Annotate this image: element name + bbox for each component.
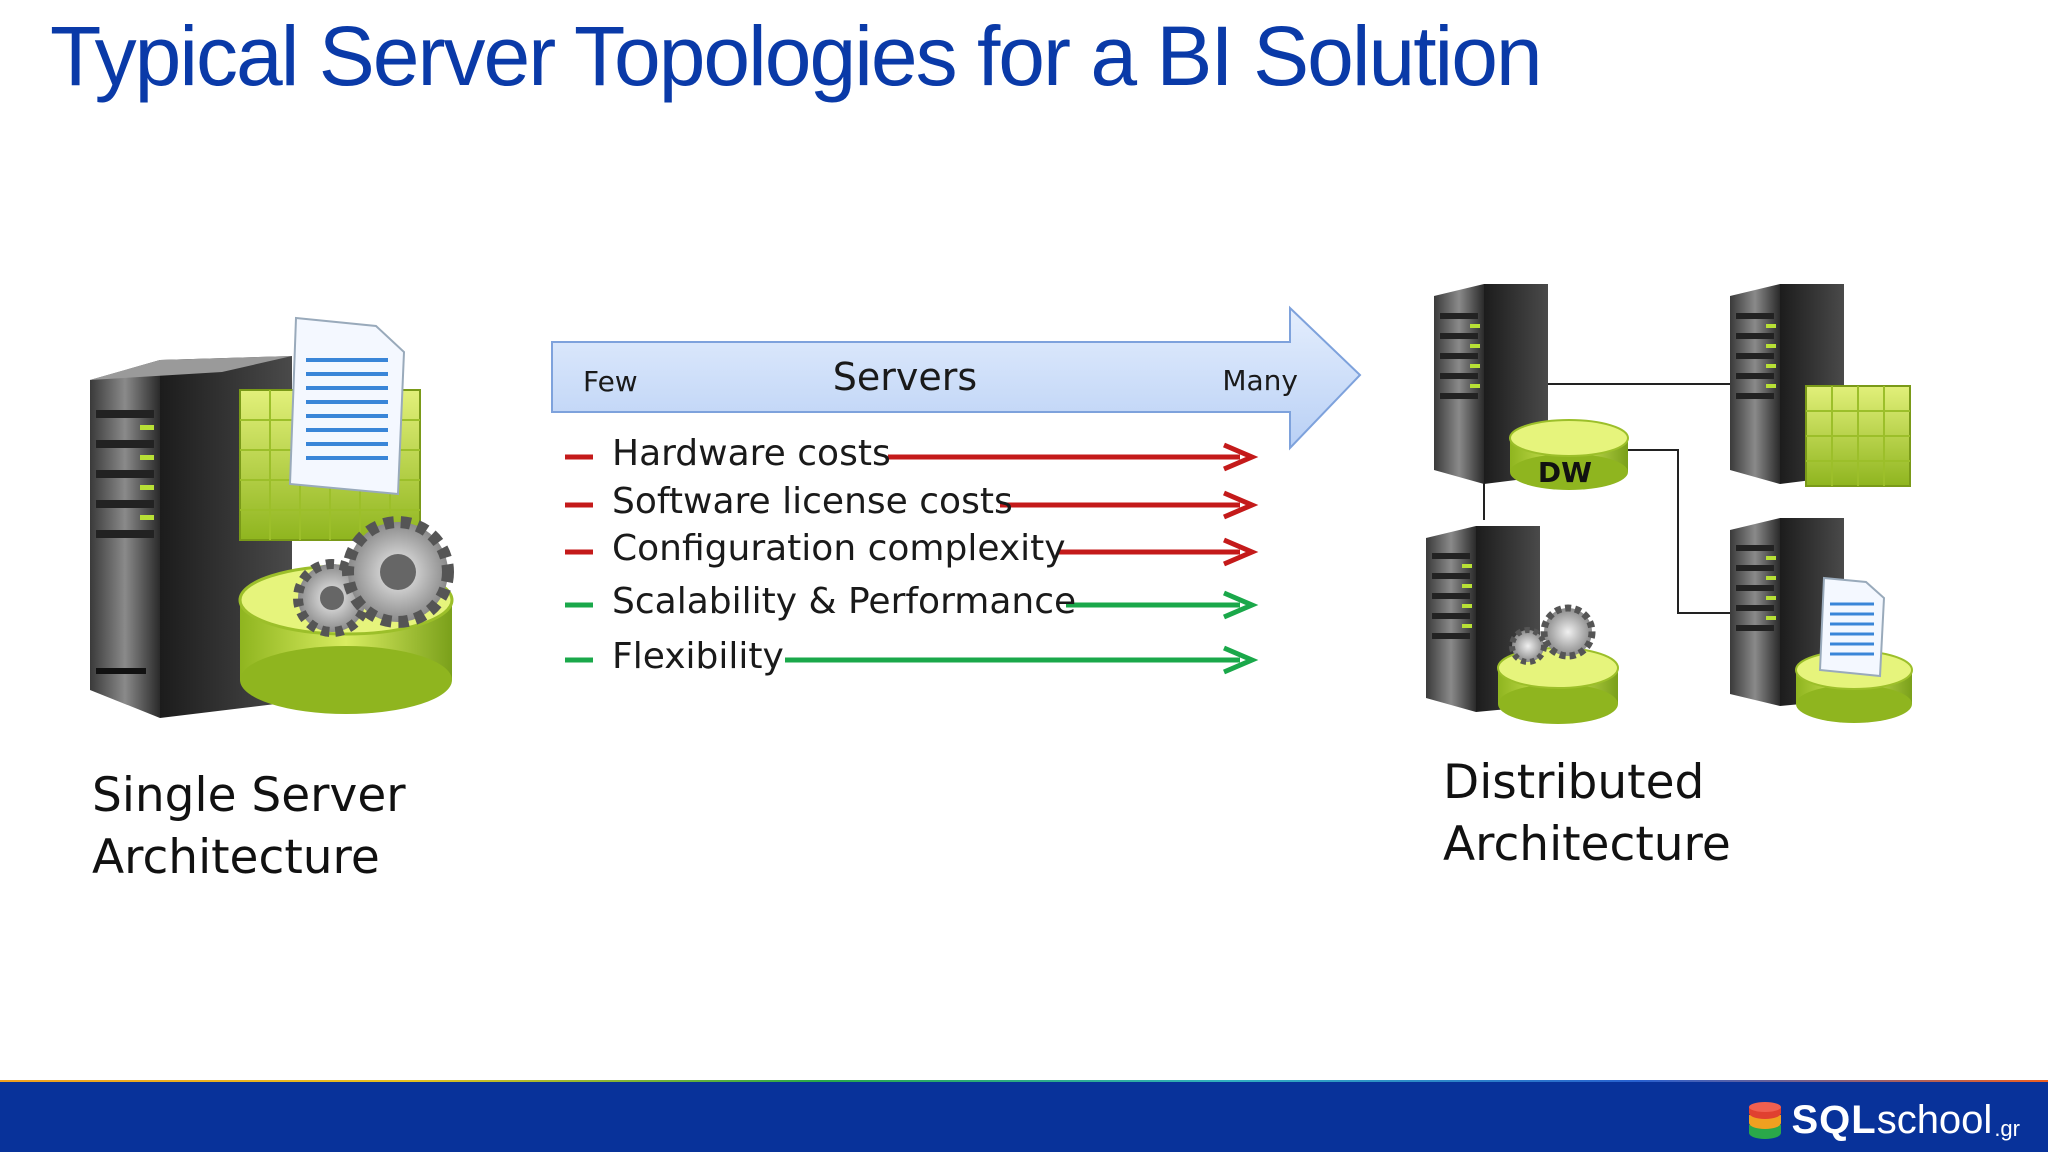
factor-label: Software license costs <box>612 481 1013 522</box>
footer-bar <box>0 1082 2048 1152</box>
cube-icon <box>1805 385 1911 487</box>
factor-arrows <box>565 442 1259 675</box>
document-icon <box>1818 576 1886 678</box>
stack-icon <box>1749 1101 1782 1139</box>
factor-arrow-hardware <box>565 442 1259 472</box>
brand-tld: .gr <box>1994 1115 2020 1141</box>
brand-bold: SQL <box>1791 1098 1877 1142</box>
page-title: Typical Server Topologies for a BI Solut… <box>50 9 1543 103</box>
document-icon <box>288 316 406 496</box>
caption-line: Single Server <box>92 768 406 823</box>
network-connectors <box>1483 383 1730 614</box>
factor-label: Configuration complexity <box>612 528 1066 569</box>
caption-line: Distributed <box>1443 755 1705 810</box>
factor-label: Scalability & Performance <box>612 581 1077 622</box>
servers-scale-arrow: Few Servers Many <box>551 305 1362 451</box>
caption-line: Architecture <box>1443 817 1731 872</box>
gear-icon <box>293 516 454 637</box>
single-server-illustration <box>90 316 454 718</box>
brand-light: school <box>1876 1098 1993 1142</box>
factor-arrow-config <box>565 537 1259 567</box>
distributed-caption: Distributed Architecture <box>1443 752 1731 876</box>
factor-arrow-software <box>565 490 1259 520</box>
arrow-center-label: Servers <box>833 355 977 399</box>
factor-arrow-scalability <box>565 590 1259 620</box>
brand-logo: SQL school .gr <box>1747 1098 2020 1143</box>
dw-label: DW <box>1538 456 1592 489</box>
server-icon <box>1730 284 1844 484</box>
factor-arrow-flexibility <box>565 645 1259 675</box>
arrow-left-label: Few <box>583 365 638 398</box>
factor-label: Flexibility <box>612 636 784 677</box>
single-server-caption: Single Server Architecture <box>92 765 406 889</box>
gear-icon <box>1509 604 1596 665</box>
caption-line: Architecture <box>92 830 380 885</box>
arrow-right-label: Many <box>1222 364 1298 397</box>
dw-database-icon: DW <box>1509 419 1629 490</box>
distributed-illustration: DW <box>1426 284 1913 724</box>
factor-label: Hardware costs <box>612 433 891 474</box>
